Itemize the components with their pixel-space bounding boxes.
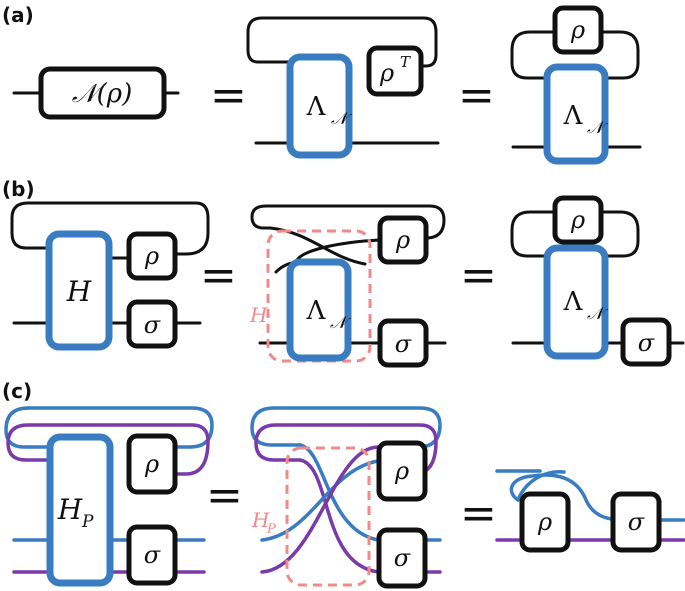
p-subscript: P (266, 522, 276, 537)
rho-transpose-box (366, 45, 424, 97)
panel-c-middle: H P ρ σ (250, 406, 442, 589)
purple-crossing-wire (298, 458, 380, 574)
t-superscript: T (400, 53, 411, 71)
sigma-text: σ (638, 329, 655, 357)
panel-c-label: (c) (2, 379, 32, 403)
equals-sign: = (458, 70, 495, 121)
loop-wire (10, 201, 210, 256)
rho-box (552, 195, 604, 245)
rho-text: ρ (144, 242, 159, 270)
choi-state-box (543, 244, 609, 360)
sigma-box (377, 318, 429, 368)
panel-b-rhs: ρ Λ 𝒩 σ (510, 195, 685, 367)
equals-sign: = (460, 488, 497, 539)
purple-crossing-wire (260, 445, 380, 574)
hamiltonian-p-box (46, 433, 114, 587)
rho-box (552, 5, 604, 55)
equals-sign: = (206, 470, 243, 521)
rho-box (126, 433, 178, 495)
panel-c-lhs: H P ρ σ (4, 406, 214, 587)
rho-text: ρ (570, 206, 585, 234)
rho-box (376, 440, 428, 502)
blue-loop-wire (509, 473, 628, 522)
lambda-text: Λ (563, 287, 584, 317)
sigma-text: σ (144, 311, 161, 339)
rho-text: ρ (394, 457, 409, 485)
panel-a-middle: Λ 𝒩 ρ T (246, 16, 440, 159)
loop-wire (510, 210, 560, 258)
equals-sign: = (210, 70, 247, 121)
blue-crossing-wire (260, 459, 380, 542)
loop-wire (598, 30, 640, 80)
panel-a-lhs: 𝒩(ρ) (12, 66, 180, 120)
loop-wire (598, 210, 640, 258)
purple-loop-wire (254, 423, 438, 476)
loop-wire (250, 204, 446, 240)
lambda-text: Λ (563, 101, 584, 131)
purple-loop-wire (6, 423, 210, 476)
panel-a-rhs: ρ Λ 𝒩 (510, 5, 642, 165)
sigma-box (376, 527, 428, 589)
blue-loop-wire (516, 470, 566, 502)
sigma-text: σ (395, 330, 412, 358)
hamiltonian-box (45, 230, 113, 351)
loop-wire (510, 30, 560, 80)
equals-sign: = (460, 250, 497, 301)
rho-text: ρ (144, 450, 159, 478)
choi-state-box (543, 63, 609, 165)
h-dashed-label: H (249, 303, 268, 327)
sigma-text: σ (628, 508, 645, 536)
channel-N-rho-text: 𝒩(ρ) (72, 79, 132, 109)
sigma-text: σ (394, 544, 411, 572)
choi-state-box (286, 258, 352, 362)
rho-box (126, 231, 178, 281)
rho-text: ρ (395, 226, 410, 254)
rho-text: ρ (570, 16, 585, 44)
sigma-box (126, 299, 178, 349)
h-text: H (57, 493, 83, 526)
equals-sign: = (200, 250, 237, 301)
rho-text: ρ (537, 508, 552, 536)
sigma-box (610, 491, 662, 553)
panel-a-label: (a) (2, 3, 34, 27)
panel-b-middle: H Λ 𝒩 ρ σ (249, 204, 447, 368)
rho-text: ρ (379, 59, 394, 87)
sigma-text: σ (144, 541, 161, 569)
panel-b-label: (b) (2, 177, 35, 201)
rho-box (519, 491, 571, 553)
hp-dashed-label: H (251, 508, 270, 532)
channel-N-rho-box (38, 66, 167, 120)
p-subscript: P (81, 512, 94, 532)
sigma-box (126, 524, 178, 586)
lambda-text: Λ (306, 296, 327, 326)
hamiltonian-p-dashed-region (285, 446, 371, 587)
panel-c-rhs: ρ σ (495, 469, 685, 553)
h-text: H (66, 275, 92, 308)
loop-wire (246, 16, 438, 68)
lambda-text: Λ (306, 92, 327, 122)
sigma-box (620, 317, 672, 367)
panel-b-lhs: H ρ σ (10, 201, 210, 351)
rho-box (377, 215, 429, 265)
choi-state-box (286, 53, 353, 159)
